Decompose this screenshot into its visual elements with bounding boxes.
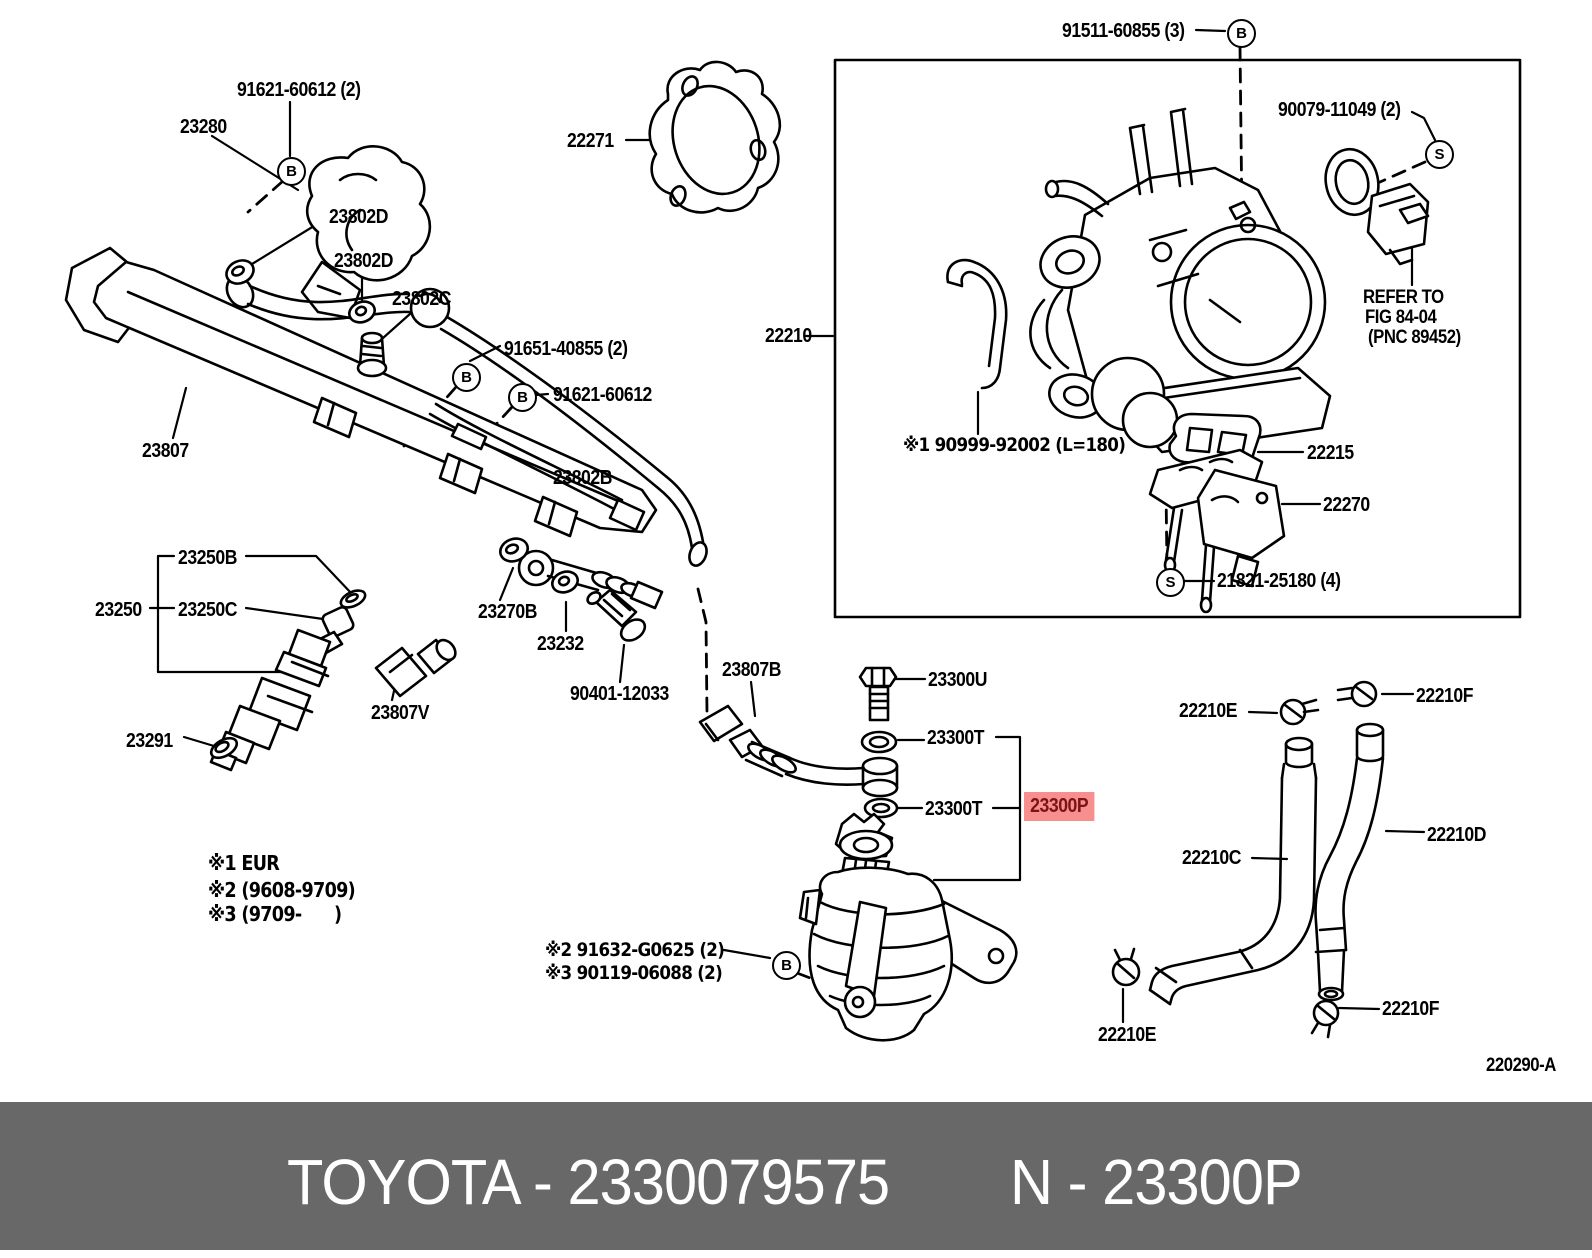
part-label-23300u[interactable]: 23300U [928, 669, 988, 691]
note-fastener-90119: ※3 90119-06088 (2) [545, 962, 723, 984]
part-label-22271[interactable]: 22271 [567, 130, 614, 152]
leader-lines [148, 28, 1437, 1024]
part-label-23802c[interactable]: 23802C [392, 288, 452, 310]
fastener-symbol-b-icon: B [772, 951, 801, 980]
hose-22210d-drawing [1314, 722, 1385, 1002]
fastener-symbol-b-icon: B [452, 363, 481, 392]
part-label-23802d-2[interactable]: 23802D [334, 250, 394, 272]
part-label-90999-92002[interactable]: ※1 90999-92002 (L=180) [903, 434, 1126, 456]
part-number-banner: TOYOTA - 2330079575 N - 23300P [0, 1102, 1592, 1250]
banner-part-code: N - 23300P [1010, 1146, 1303, 1218]
note-9709: ※3 (9709- ) [208, 902, 342, 926]
vsv-22270-drawing [1148, 448, 1286, 614]
part-label-22210f-2[interactable]: 22210F [1382, 998, 1440, 1020]
part-label-21821-25180[interactable]: 21821-25180 (4) [1217, 570, 1341, 592]
part-label-23807[interactable]: 23807 [142, 440, 189, 462]
part-label-22210c[interactable]: 22210C [1182, 847, 1242, 869]
note-9608-9709: ※2 (9608-9709) [208, 878, 356, 902]
part-label-22210f-1[interactable]: 22210F [1416, 685, 1474, 707]
throttle-body-box [833, 58, 1522, 619]
air-hose-90999-drawing [946, 258, 1008, 390]
part-label-90079-11049[interactable]: 90079-11049 (2) [1278, 99, 1401, 121]
part-label-23250c[interactable]: 23250C [178, 599, 238, 621]
part-label-90401-12033[interactable]: 90401-12033 [570, 683, 669, 705]
part-label-22215[interactable]: 22215 [1307, 442, 1354, 464]
refer-to-line1: REFER TO [1363, 287, 1444, 308]
note-fastener-91632: ※2 91632-G0625 (2) [545, 939, 725, 961]
part-label-23291[interactable]: 23291 [126, 730, 173, 752]
fastener-symbol-b-icon: B [508, 383, 537, 412]
part-label-23300t-2[interactable]: 23300T [925, 798, 983, 820]
injector-drawing [209, 589, 457, 772]
part-label-23802b[interactable]: 23802B [553, 467, 613, 489]
part-label-23807v[interactable]: 23807V [371, 702, 430, 724]
refer-to-line3: (PNC 89452) [1368, 327, 1461, 348]
fuel-hose-23807b-drawing [698, 704, 866, 786]
part-label-22210d[interactable]: 22210D [1427, 824, 1487, 846]
fastener-symbol-s-icon: S [1425, 140, 1454, 169]
part-label-23270b[interactable]: 23270B [478, 601, 538, 623]
fuel-rail-drawing [64, 246, 708, 610]
fastener-symbol-b-icon: B [277, 157, 306, 186]
part-label-91651-40855[interactable]: 91651-40855 (2) [504, 338, 628, 360]
part-label-23250b[interactable]: 23250B [178, 547, 238, 569]
fastener-symbol-s-icon: S [1156, 568, 1185, 597]
part-label-91621-60612-2[interactable]: 91621-60612 (2) [237, 79, 361, 101]
part-label-91511-60855[interactable]: 91511-60855 (3) [1062, 20, 1185, 42]
refer-to-line2: FIG 84-04 [1365, 307, 1437, 328]
part-label-22270[interactable]: 22270 [1323, 494, 1370, 516]
part-label-22210e-1[interactable]: 22210E [1179, 700, 1238, 722]
part-label-23232[interactable]: 23232 [537, 633, 584, 655]
drawing-code: 220290-A [1486, 1055, 1556, 1076]
part-label-23802d-1[interactable]: 23802D [329, 206, 389, 228]
sealing-ring-drawings [499, 537, 579, 594]
throttle-body-drawing [1029, 107, 1332, 454]
fastener-symbol-b-icon: B [1227, 19, 1256, 48]
part-label-91621-60612[interactable]: 91621-60612 [553, 384, 652, 406]
part-label-22210[interactable]: 22210 [765, 325, 812, 347]
part-label-23280[interactable]: 23280 [180, 116, 227, 138]
hose-clamp-drawings [1111, 680, 1378, 1039]
union-bolt-90401-drawing [586, 588, 647, 642]
pressure-regulator-drawing [300, 145, 432, 320]
part-label-23300t-1[interactable]: 23300T [927, 727, 985, 749]
grommet-bolt-drawings [225, 259, 388, 378]
note-eur: ※1 EUR [208, 851, 280, 875]
gasket-22271-drawing [648, 60, 781, 214]
part-label-23807b[interactable]: 23807B [722, 659, 782, 681]
fuel-filter-drawing [798, 666, 1018, 1042]
hose-22210c-drawing [1148, 736, 1318, 1006]
throttle-sensor-drawing [1324, 147, 1430, 266]
part-label-23300p-highlighted[interactable]: 23300P [1024, 792, 1095, 821]
part-label-22210e-2[interactable]: 22210E [1098, 1024, 1157, 1046]
part-label-23250[interactable]: 23250 [95, 599, 142, 621]
banner-catalog-number: TOYOTA - 2330079575 [287, 1146, 890, 1218]
